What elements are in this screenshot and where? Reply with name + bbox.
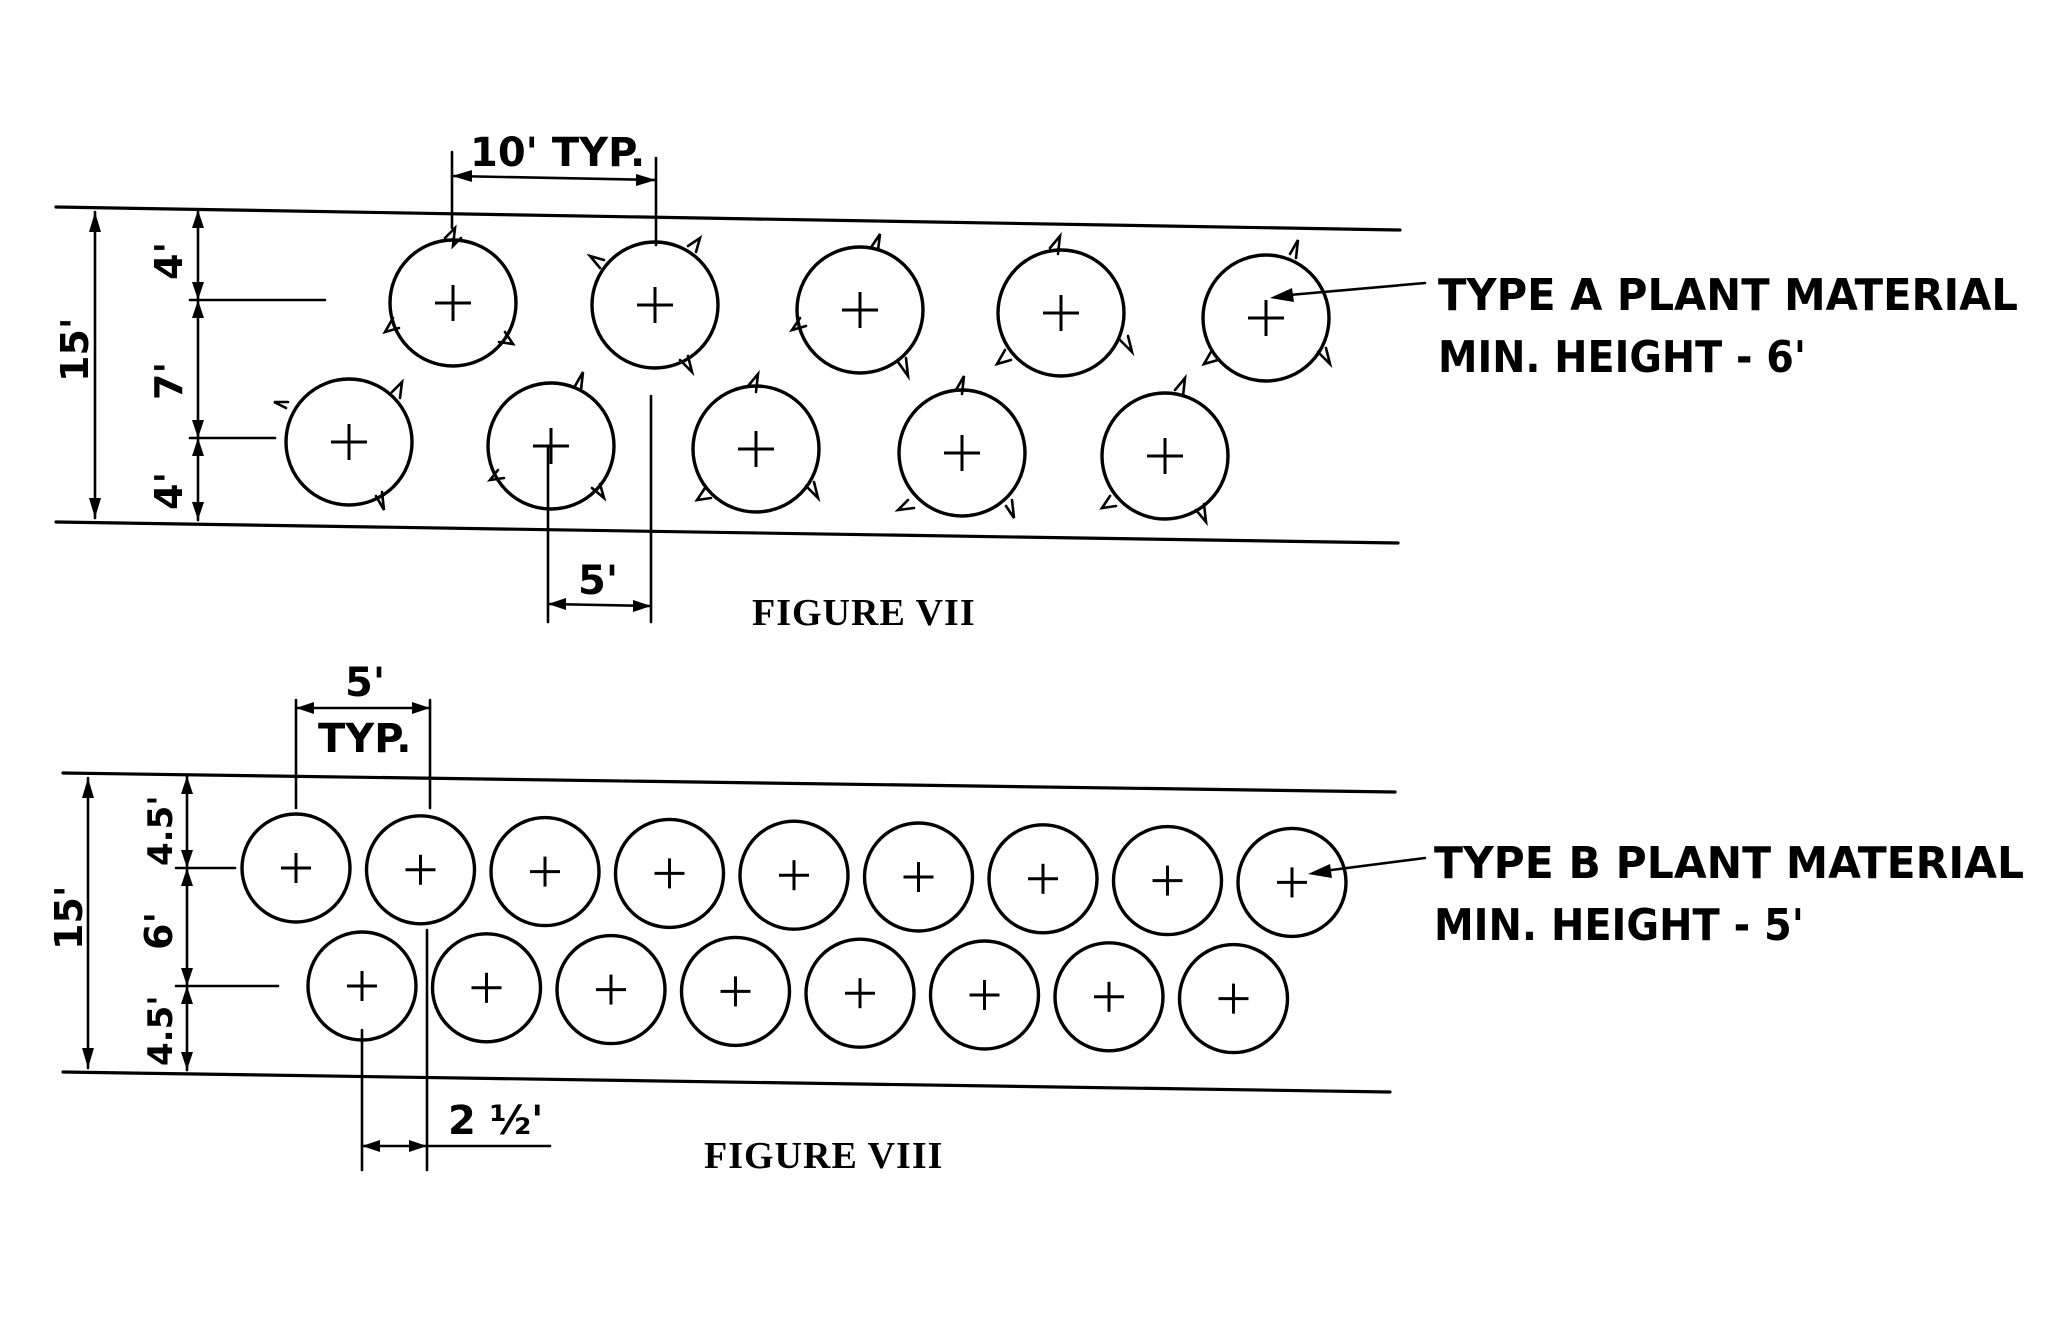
fig7-spacing-arrow-right [636,174,656,186]
fig8-sub-arrow-1 [181,776,193,794]
fig7-sub-arrow-4 [192,420,204,438]
fig7-offset-arrow-left [548,598,566,610]
plant-b-circle [862,821,975,933]
fig8-spacing-arrow-left [296,702,314,714]
plant-b-circle [987,823,1099,935]
fig7-caption: FIGURE VII [752,592,976,634]
fig7-top-margin-label: 4' [147,242,191,280]
fig8-sub-arrow-2 [181,850,193,868]
fig7-plant-label-line2: MIN. HEIGHT - 6' [1438,332,1806,383]
plant-b-circle [240,812,352,924]
fig7-sub-arrow-3 [192,300,204,318]
fig7-total-width-label: 15' [53,317,97,382]
fig8-leader-arrow [1308,864,1332,878]
fig7-offset-arrow-right [633,600,651,612]
fig8-total-arrow-top [82,778,94,798]
fig8-caption: FIGURE VIII [704,1135,943,1177]
fig8-sub-arrow-3 [181,868,193,886]
fig7-middle-label: 7' [147,362,191,400]
plant-a-circle [894,375,1027,519]
plant-b-circle [1236,826,1348,939]
fig8-sub-arrow-5 [181,986,193,1004]
fig8-spacing-label-bottom: TYP. [318,716,411,762]
fig7-sub-arrow-1 [192,210,204,228]
plant-b-circle [1111,824,1224,937]
fig8-plant-label-line2: MIN. HEIGHT - 5' [1434,900,1804,951]
fig7-bottom-boundary [54,520,1400,545]
fig7-leader-arrow [1270,288,1294,302]
plant-a-circle [788,233,925,381]
fig8-top-row [240,812,1348,939]
fig7-top-boundary [54,205,1402,232]
fig7-leader-line [1276,281,1427,298]
fig8-middle-label: 6' [137,912,181,950]
plant-b-circle [364,814,477,926]
fig7-spacing-arrow-left [452,170,472,182]
plant-b-circle [1053,941,1165,1053]
fig7-offset-label: 5' [578,558,618,604]
plant-b-circle [804,937,916,1049]
fig8-top-margin-label: 4.5' [141,795,181,866]
fig8-bottom-row [306,930,1290,1055]
fig7-plant-label-line1: TYPE A PLANT MATERIAL [1438,270,2018,321]
plant-b-circle [679,935,792,1048]
fig8-sub-arrow-6 [181,1052,193,1070]
fig7-sub-arrow-6 [192,502,204,520]
fig7-total-arrow-bottom [89,498,101,518]
figure-viii: 15' 4.5' 6' 4.5' 5' TYP. 2 ½' T [47,660,2024,1177]
plant-b-circle [430,932,543,1044]
plant-b-circle [306,930,418,1042]
fig8-sub-arrow-4 [181,968,193,986]
fig8-total-width-label: 15' [47,885,91,950]
plant-a-circle [691,369,821,514]
plant-b-circle [738,819,850,931]
plant-a-circle [1099,373,1230,527]
plant-b-circle [555,933,667,1046]
plant-a-circle [382,224,518,368]
fig7-bottom-margin-label: 4' [147,472,191,510]
fig8-plant-label-line1: TYPE B PLANT MATERIAL [1434,838,2024,889]
fig8-offset-label: 2 ½' [448,1098,543,1144]
fig8-spacing-label-top: 5' [345,660,385,706]
fig8-leader-line [1314,856,1427,874]
plant-a-circle [994,231,1135,378]
fig8-spacing-arrow-right [412,702,430,714]
fig8-bottom-margin-label: 4.5' [141,995,181,1066]
plant-b-circle [489,815,601,928]
fig8-top-boundary [61,771,1397,794]
fig7-total-arrow-top [89,212,101,232]
plant-a-circle [273,377,414,511]
plant-a-circle [1201,239,1333,383]
fig8-total-arrow-bottom [82,1048,94,1068]
fig7-bottom-row [273,369,1230,527]
figure-vii: 15' 4' 7' 4' 10' TYP. 5' [53,130,2018,634]
plant-b-circle [613,817,726,930]
fig7-sub-arrow-5 [192,438,204,456]
fig7-spacing-label: 10' TYP. [470,130,645,176]
plant-b-circle [1177,942,1290,1055]
fig8-offset-arrow-left [362,1140,380,1152]
fig8-bottom-boundary [61,1070,1392,1094]
plant-a-circle [586,234,720,377]
fig7-top-row [382,224,1333,383]
fig7-spacing-dim-line [450,174,658,182]
plant-a-circle [486,371,616,511]
plant-b-circle [928,939,1041,1051]
fig8-offset-arrow-right [409,1140,427,1152]
fig7-sub-arrow-2 [192,282,204,300]
